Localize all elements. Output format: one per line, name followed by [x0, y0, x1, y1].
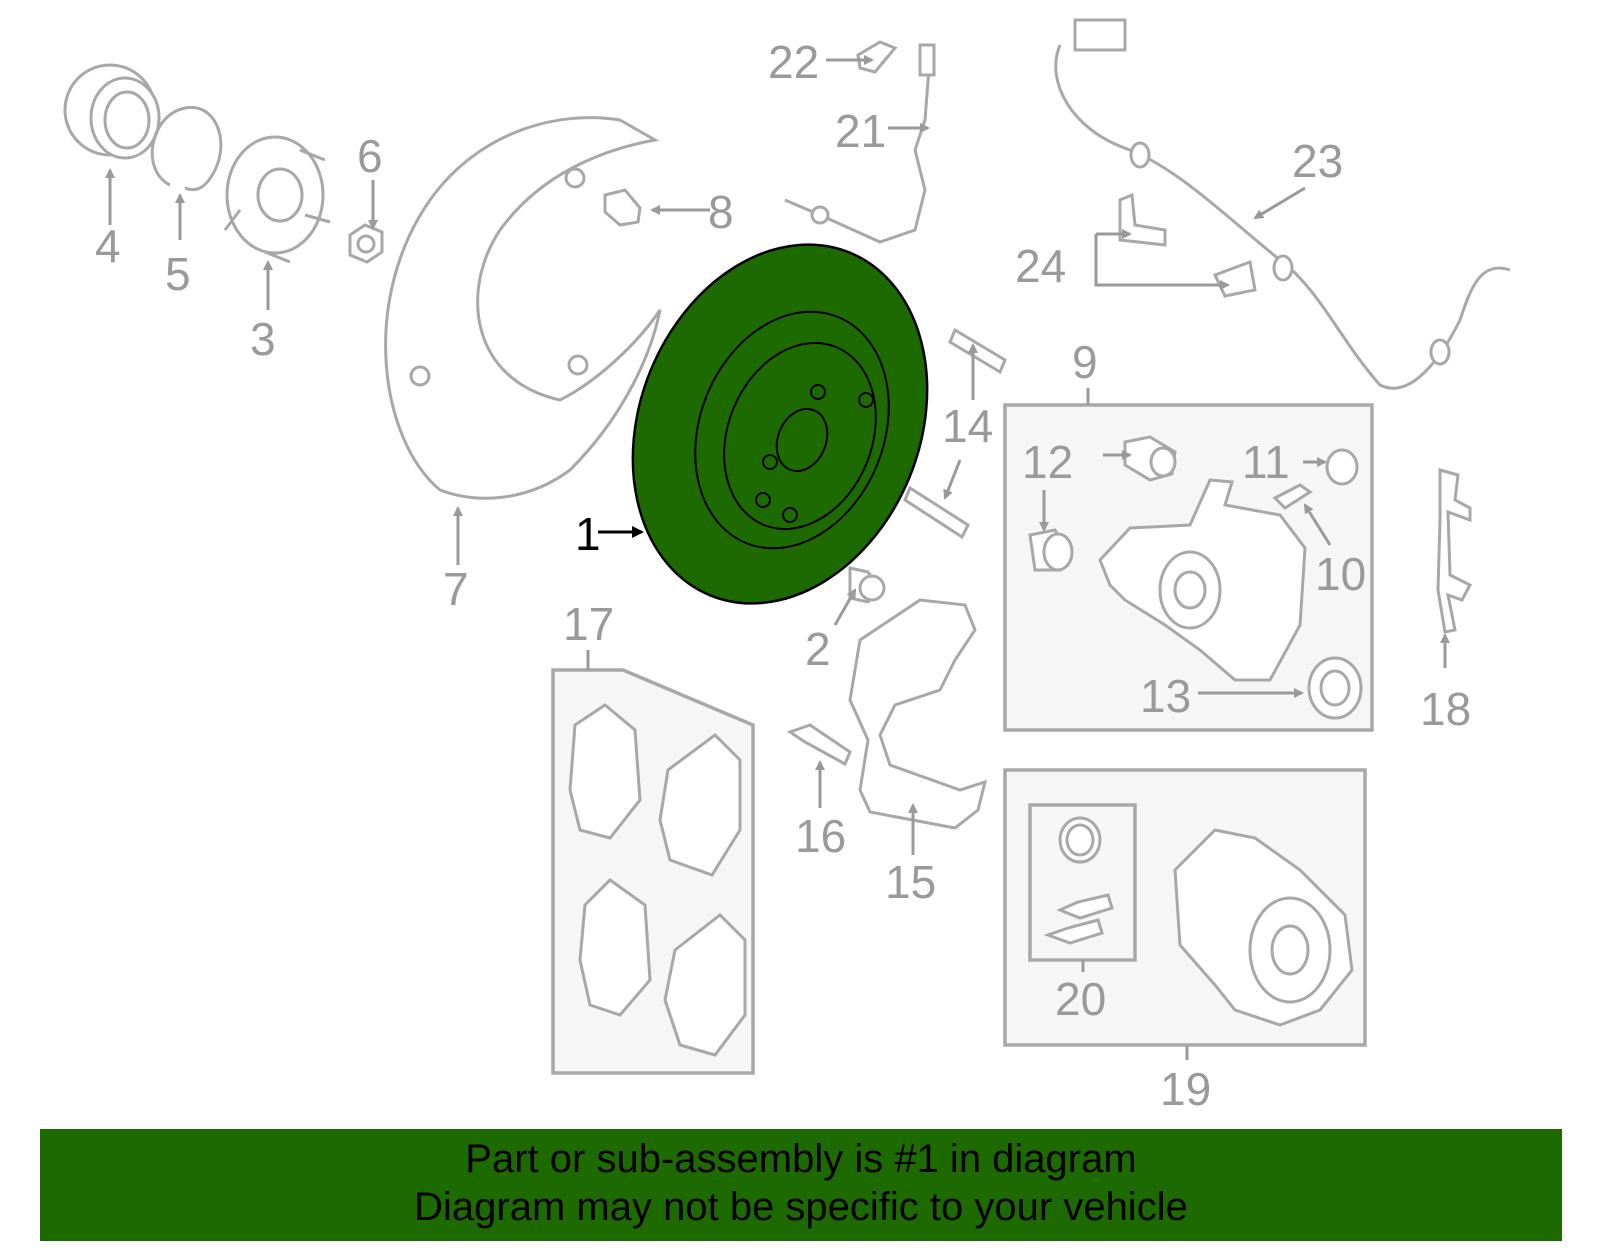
callout-1[interactable]: 1	[575, 508, 601, 560]
callout-5[interactable]: 5	[165, 248, 191, 300]
callout-3[interactable]: 3	[250, 313, 276, 365]
callout-20[interactable]: 20	[1055, 973, 1106, 1025]
callout-4[interactable]: 4	[95, 220, 121, 272]
part-22-clip[interactable]	[856, 40, 898, 74]
callout-19[interactable]: 19	[1160, 1063, 1211, 1115]
callout-2[interactable]: 2	[805, 623, 831, 675]
part-8-bolt[interactable]	[603, 188, 642, 227]
part-4-wheel-bearing[interactable]	[63, 63, 161, 160]
part-24-bracket[interactable]	[1118, 192, 1257, 298]
callout-22[interactable]: 22	[768, 36, 819, 88]
callout-13[interactable]: 13	[1140, 670, 1191, 722]
callout-11[interactable]: 11	[1242, 436, 1290, 488]
part-6-hub-nut[interactable]	[348, 223, 384, 264]
group-9-brake-caliper[interactable]	[1003, 403, 1374, 732]
callout-10[interactable]: 10	[1315, 548, 1366, 600]
callout-15[interactable]: 15	[885, 856, 936, 908]
callout-23[interactable]: 23	[1292, 135, 1343, 187]
group-19-caliper-actuator[interactable]	[1003, 768, 1367, 1047]
callout-14[interactable]: 14	[942, 400, 993, 452]
callout-8[interactable]: 8	[708, 186, 734, 238]
callout-labels: 1 2 3 4 5 6 7 8 9 10 11 12 13 14 15 16 1…	[95, 36, 1471, 1115]
group-17-brake-pads[interactable]	[551, 668, 755, 1075]
part-1-brake-rotor[interactable]	[581, 200, 979, 648]
callout-18[interactable]: 18	[1420, 683, 1471, 735]
leader-lines	[105, 55, 1450, 1060]
diagram-notice-banner: Part or sub-assembly is #1 in diagram Di…	[40, 1129, 1562, 1241]
callout-21[interactable]: 21	[835, 105, 886, 157]
callout-17[interactable]: 17	[563, 598, 614, 650]
callout-9[interactable]: 9	[1072, 336, 1098, 388]
notice-line-1: Part or sub-assembly is #1 in diagram	[465, 1137, 1137, 1181]
part-5-snap-ring[interactable]	[150, 105, 223, 192]
callout-24[interactable]: 24	[1015, 240, 1066, 292]
part-2-bushing[interactable]	[848, 566, 886, 604]
part-15-caliper-carrier[interactable]	[848, 598, 988, 830]
callout-7[interactable]: 7	[443, 563, 469, 615]
callout-12[interactable]: 12	[1022, 436, 1073, 488]
callout-16[interactable]: 16	[795, 810, 846, 862]
part-23-sensor-cable[interactable]	[1054, 18, 1511, 390]
part-16-bolt[interactable]	[786, 723, 852, 767]
notice-line-2: Diagram may not be specific to your vehi…	[414, 1185, 1188, 1229]
part-7-splash-shield[interactable]	[384, 116, 662, 500]
callout-6[interactable]: 6	[357, 130, 383, 182]
part-3-wheel-hub[interactable]	[223, 135, 331, 264]
part-18-spring-clip[interactable]	[1436, 468, 1473, 634]
